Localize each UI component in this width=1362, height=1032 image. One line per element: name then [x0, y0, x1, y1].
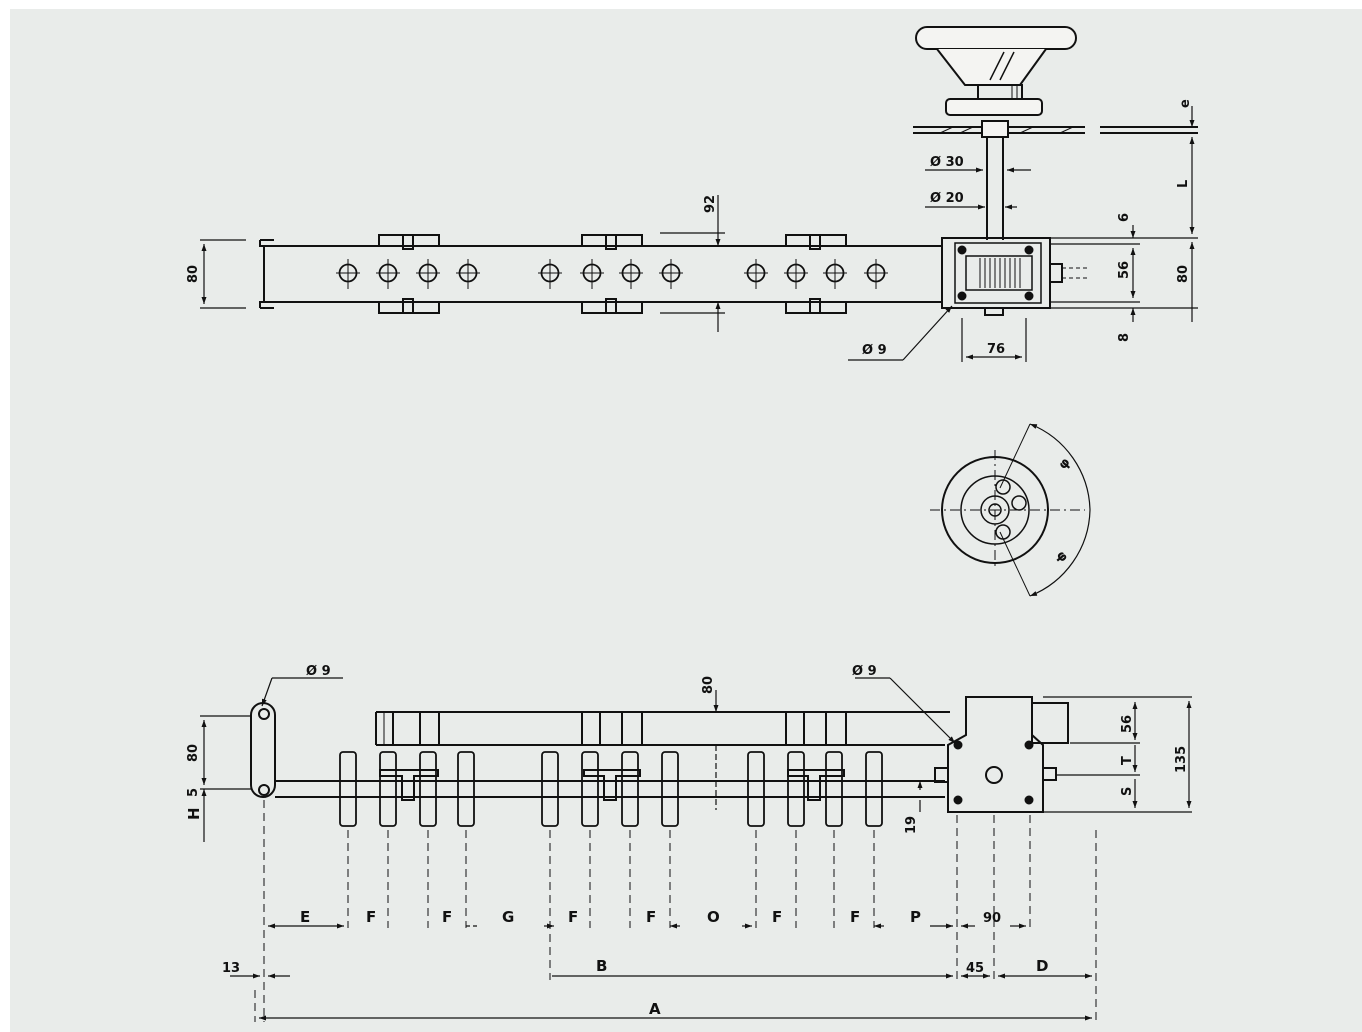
- label-L: L: [1176, 180, 1191, 188]
- lever: [250, 702, 276, 798]
- label-6: 6: [1117, 213, 1132, 222]
- front-view-dimensions: [200, 677, 1192, 842]
- label-F1: F: [366, 908, 376, 926]
- label-80-front: 80: [186, 744, 201, 762]
- label-F3: F: [568, 908, 578, 926]
- extension-lines: [254, 800, 1097, 1022]
- label-13: 13: [222, 961, 240, 976]
- top-view-dimensions: [200, 106, 1198, 362]
- handle-view: [930, 423, 1091, 597]
- front-view: [200, 677, 1192, 1022]
- label-80-center: 80: [701, 676, 716, 694]
- label-O: O: [707, 908, 720, 926]
- label-phi-upper: φ: [1056, 455, 1074, 472]
- main-bar: [275, 711, 950, 798]
- label-G: G: [502, 908, 514, 926]
- label-A: A: [649, 1000, 661, 1018]
- label-5: 5: [186, 788, 201, 797]
- label-D: D: [1036, 957, 1048, 975]
- label-B: B: [596, 957, 607, 975]
- label-dia-9-front-right: Ø 9: [852, 664, 877, 679]
- label-F4: F: [646, 908, 656, 926]
- label-dia-9-top: Ø 9: [862, 343, 887, 358]
- label-F5: F: [772, 908, 782, 926]
- gearbox: [941, 237, 1090, 316]
- gearbox-side: [934, 696, 1069, 813]
- label-dia-30: Ø 30: [930, 155, 964, 170]
- top-view: [200, 26, 1198, 362]
- label-F6: F: [850, 908, 860, 926]
- label-dia-20: Ø 20: [930, 191, 964, 206]
- dimension-chains: [230, 923, 1092, 1021]
- label-90: 90: [983, 911, 1001, 926]
- label-e: e: [1178, 99, 1193, 108]
- panel-plate: [913, 120, 1198, 138]
- contact-groups: [379, 711, 847, 801]
- contact-blocks: [378, 234, 847, 314]
- terminals: [339, 751, 883, 827]
- shaft: [986, 137, 1004, 240]
- label-56-front: 56: [1120, 715, 1135, 733]
- label-S: S: [1120, 787, 1135, 796]
- label-56: 56: [1117, 261, 1132, 279]
- label-T: T: [1120, 756, 1135, 765]
- label-135: 135: [1174, 746, 1189, 773]
- label-E: E: [300, 908, 310, 926]
- label-80-right: 80: [1176, 265, 1191, 283]
- label-phi-lower: φ: [1053, 548, 1071, 565]
- label-F2: F: [442, 908, 452, 926]
- label-76: 76: [987, 342, 1005, 357]
- label-45: 45: [966, 961, 984, 976]
- label-dia-9-front-left: Ø 9: [306, 664, 331, 679]
- holes: [336, 259, 888, 289]
- label-19: 19: [904, 816, 919, 834]
- handwheel: [915, 26, 1077, 116]
- label-80-left: 80: [186, 265, 201, 283]
- label-92: 92: [703, 195, 718, 213]
- labels: Ø 30 Ø 20 92 80 6 56 80 8 L e 76 Ø 9 φ φ…: [185, 99, 1193, 1018]
- label-P: P: [910, 908, 921, 926]
- drawing-background: [10, 9, 1362, 1032]
- label-8: 8: [1117, 333, 1132, 342]
- label-H: H: [185, 807, 203, 820]
